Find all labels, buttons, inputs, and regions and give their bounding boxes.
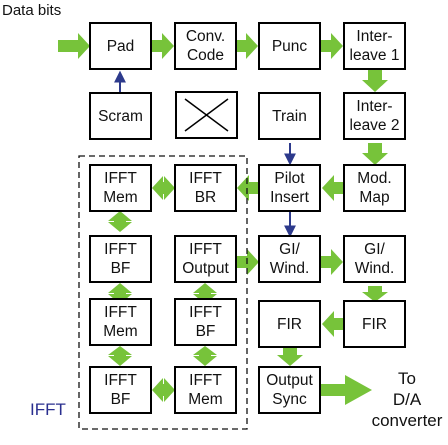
data-path-arrows [58, 33, 388, 405]
block-line: Train [272, 107, 307, 125]
block-line: Mem [103, 323, 138, 340]
output-label-line-3: converter [371, 411, 443, 430]
block-ifft-bf-3: IFFT BF [89, 366, 152, 414]
block-line: Pad [106, 37, 135, 55]
block-fir-2: FIR [343, 300, 406, 348]
block-line: Inter- [356, 28, 393, 45]
arrow-ifftbf3-ifftmem3 [152, 378, 175, 402]
arrow-interleave2-to-modmap [362, 143, 388, 165]
block-line: IFFT [104, 304, 137, 321]
arrow-giwind2-to-fir2 [362, 286, 388, 302]
output-label-line-1: To [398, 369, 416, 388]
arrow-fir2-to-fir1 [322, 311, 344, 337]
control-arrows [114, 70, 296, 238]
output-label-line-2: D/A [392, 390, 422, 409]
block-line: IFFT [189, 372, 222, 389]
block-ifft-mem-2: IFFT Mem [89, 298, 152, 346]
block-line: BR [194, 189, 217, 206]
arrow-ifftmem2-ifftbf3 [108, 346, 132, 366]
block-line: IFFT [189, 170, 222, 187]
block-line: BF [195, 323, 216, 340]
arrow-ifftmem1-ifftbf1 [108, 211, 132, 232]
ifft-group-outline [78, 155, 248, 430]
block-punc: Punc [258, 22, 321, 70]
block-line: Wind. [354, 260, 395, 277]
arrow-pad-to-conv [152, 33, 174, 59]
block-line: leave 2 [349, 117, 400, 134]
block-line: Inter- [356, 98, 393, 115]
block-line: Output [266, 372, 313, 389]
block-conv-code: Conv. Code [174, 22, 237, 70]
block-line: Scram [98, 107, 143, 125]
block-line: FIR [277, 315, 302, 333]
block-line: FIR [362, 315, 387, 333]
block-interleave-2: Inter- leave 2 [343, 92, 406, 140]
block-ifft-br: IFFT BR [174, 164, 237, 212]
block-train: Train [258, 92, 321, 140]
block-gi-wind-1: GI/ Wind. [258, 235, 321, 283]
arrow-interleave1-to-interleave2 [362, 70, 388, 92]
block-scram: Scram [89, 92, 152, 140]
arrow-ifftmem3-ifftbf2 [193, 346, 217, 366]
block-line: IFFT [104, 170, 137, 187]
block-line: IFFT [189, 241, 222, 258]
arrow-conv-to-punc [237, 33, 258, 59]
block-mod-map: Mod. Map [343, 164, 406, 212]
arrow-punc-to-interleave1 [320, 33, 343, 59]
block-output-sync: Output Sync [258, 366, 321, 414]
block-line: Conv. [185, 28, 226, 45]
block-line: IFFT [104, 241, 137, 258]
block-ifft-mem-1: IFFT Mem [89, 164, 152, 212]
output-label: To D/A converter [348, 368, 448, 431]
arrow-pilot-to-ifftbr [237, 175, 259, 201]
arrow-giwind1-to-giwind2 [320, 249, 343, 275]
block-line: Punc [271, 37, 308, 55]
arrow-outputsync-to-output [320, 375, 372, 405]
block-line: Output [182, 260, 229, 277]
block-ifft-output: IFFT Output [174, 235, 237, 283]
block-line: Wind. [269, 260, 310, 277]
block-line: Pilot [274, 170, 305, 187]
arrow-ifftbr-ifftmem1 [152, 176, 175, 200]
arrow-ifftoutput-to-giwind1 [237, 249, 259, 275]
block-ifft-bf-2: IFFT BF [174, 298, 237, 346]
block-interleave-1: Inter- leave 1 [343, 22, 406, 70]
block-line: Mem [103, 189, 138, 206]
block-line: GI/ [279, 241, 300, 258]
block-gi-wind-2: GI/ Wind. [343, 235, 406, 283]
arrow-input-to-pad [58, 33, 90, 59]
arrow-modmap-to-pilot [322, 175, 344, 201]
block-line: BF [110, 391, 131, 408]
block-line: Map [359, 189, 390, 206]
block-line: leave 1 [349, 47, 400, 64]
block-line: IFFT [104, 372, 137, 389]
block-line: Mem [188, 391, 223, 408]
block-line: Sync [272, 391, 307, 408]
block-line: BF [110, 260, 131, 277]
block-pad: Pad [89, 22, 152, 70]
block-line: Insert [270, 189, 309, 206]
block-ifft-mem-3: IFFT Mem [174, 366, 237, 414]
block-line: Code [186, 47, 225, 64]
input-label: Data bits [2, 2, 62, 19]
block-fir-1: FIR [258, 300, 321, 348]
ifft-group-label: IFFT [30, 400, 66, 419]
block-line: Mod. [357, 170, 392, 187]
arrow-fir1-to-outputsync [277, 348, 303, 366]
block-ifft-bf-1: IFFT BF [89, 235, 152, 283]
block-line: IFFT [189, 304, 222, 321]
block-line: GI/ [364, 241, 385, 258]
empty-block [175, 91, 238, 139]
block-pilot-insert: Pilot Insert [258, 164, 321, 212]
